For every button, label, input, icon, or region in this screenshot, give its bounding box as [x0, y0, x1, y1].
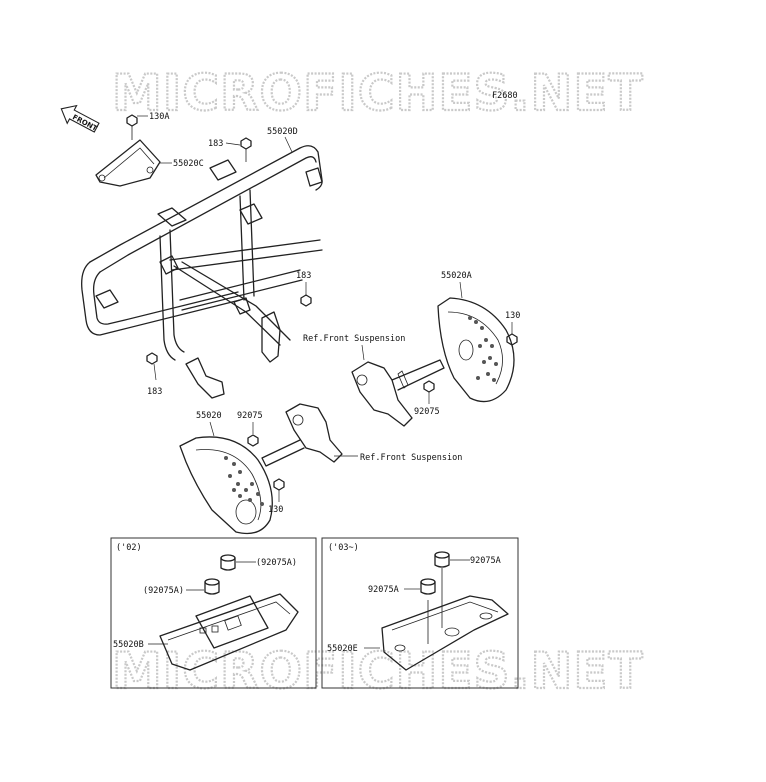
knuckle-lower	[261, 403, 343, 467]
inset-2003-label-a: 92075A	[470, 556, 501, 566]
bolt-130a	[126, 114, 138, 140]
nut-92075-right	[423, 380, 435, 393]
inset-2003-label-c: 55020E	[327, 644, 358, 654]
guard-55020	[179, 436, 273, 535]
label-183-mid: 183	[296, 271, 311, 281]
bolt-183-top	[240, 137, 252, 150]
label-55020d: 55020D	[267, 127, 298, 137]
inset-2002-year: ('02)	[116, 543, 142, 553]
inset-2002-label-b: (92075A)	[143, 586, 184, 596]
inset-2003-label-b: 92075A	[368, 585, 399, 595]
rubber-92075a-lower-left	[204, 578, 220, 595]
inset-2003-year: ('03~)	[328, 543, 359, 553]
inset-2002: ('02) (92075A) (92075A) 55020B	[110, 537, 317, 689]
label-55020a: 55020A	[441, 271, 472, 281]
front-arrow-icon: FRONT	[60, 104, 100, 133]
label-55020: 55020	[196, 411, 222, 421]
rubber-92075a-upper-left	[220, 554, 236, 571]
figure-code: F2680	[492, 91, 518, 101]
label-92075-left: 92075	[237, 411, 263, 421]
guard-frame-55020d	[81, 145, 323, 399]
bolt-183-low	[146, 352, 158, 365]
bolt-130-left	[273, 478, 285, 491]
skid-plate-55020e	[381, 568, 509, 671]
bolt-130-right	[506, 333, 518, 346]
bolt-183-mid	[300, 294, 312, 307]
label-130-right: 130	[505, 311, 520, 321]
label-130-left: 130	[268, 505, 283, 515]
watermark-top: MICROFICHES.NET	[112, 64, 644, 122]
rubber-92075a-upper-right	[434, 551, 450, 568]
skid-plate-55020b	[159, 593, 299, 671]
nut-92075-left	[247, 434, 259, 447]
inset-2003: ('03~) 92075A 92075A 55020E	[321, 537, 519, 689]
label-ref-upper: Ref.Front Suspension	[303, 334, 405, 344]
inset-2002-label-a: (92075A)	[256, 558, 297, 568]
watermark-bottom: MICROFICHES.NET	[112, 642, 644, 700]
label-ref-lower: Ref.Front Suspension	[360, 453, 462, 463]
knuckle-upper	[351, 359, 445, 427]
label-183-top: 183	[208, 139, 223, 149]
inset-2002-label-c: 55020B	[113, 640, 144, 650]
label-183-low: 183	[147, 387, 162, 397]
bracket-55020c	[95, 139, 161, 187]
guard-55020a	[437, 297, 515, 403]
rubber-92075a-lower-right	[420, 578, 436, 595]
label-92075-right: 92075	[414, 407, 440, 417]
label-55020c: 55020C	[173, 159, 204, 169]
label-130a: 130A	[149, 112, 169, 122]
